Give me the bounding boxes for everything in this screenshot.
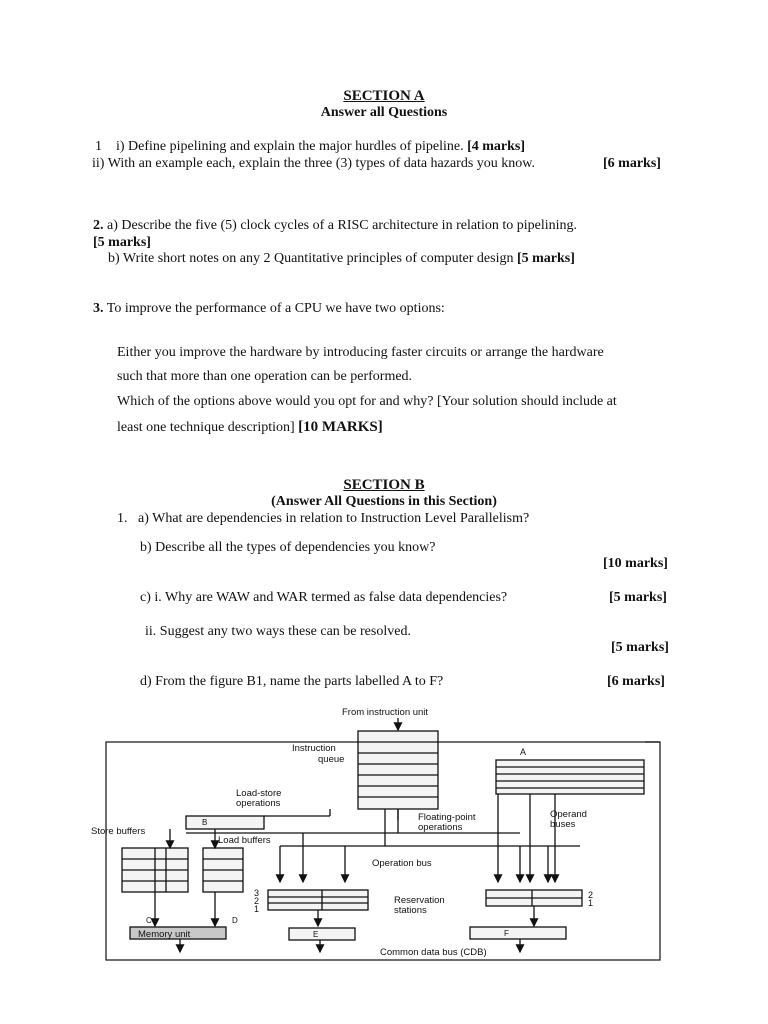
label-c: C (146, 916, 152, 925)
marks: [10 MARKS] (298, 419, 383, 435)
res-num-left-1: 1 (254, 904, 259, 914)
question-a3-line4: least one technique description] [10 MAR… (117, 419, 383, 436)
question-b1-part-a: 1. a) What are dependencies in relation … (117, 511, 529, 527)
question-a1-part-i: 1 i) Define pipelining and explain the m… (95, 139, 525, 155)
marks: [5 marks] (516, 251, 575, 266)
operand-buses-label-2: buses (550, 819, 576, 830)
question-text: To improve the performance of a CPU we h… (106, 301, 445, 316)
res-num-right-1: 1 (588, 898, 593, 908)
res-num-left-3: 3 (254, 888, 259, 898)
question-b1-part-d-text: d) From the figure B1, name the parts la… (140, 674, 444, 689)
common-data-bus-label: Common data bus (CDB) (380, 947, 487, 958)
instruction-queue-label-2: queue (318, 754, 344, 765)
question-a2-part-a: 2. a) Describe the five (5) clock cycles… (93, 218, 577, 234)
question-text: b) Write short notes on any 2 Quantitati… (108, 251, 514, 266)
question-b1-part-b-marks: [10 marks] (603, 556, 668, 571)
floating-point-label-2: operations (418, 822, 463, 833)
question-b1-part-cii-text: ii. Suggest any two ways these can be re… (145, 624, 411, 639)
memory-unit-box (129, 926, 227, 940)
question-number: 3. (93, 301, 104, 316)
address-unit-box-b (185, 815, 265, 830)
fp-adders-box-e (288, 927, 356, 941)
load-store-label: Load-store (236, 788, 281, 799)
floating-point-label: Floating-point (418, 812, 476, 823)
question-text: i) Define pipelining and explain the maj… (116, 139, 464, 154)
question-b1-part-d-marks: [6 marks] (607, 674, 665, 689)
res-num-left-2: 2 (254, 896, 259, 906)
load-store-label-2: operations (236, 798, 281, 809)
question-text: least one technique description] (117, 420, 295, 435)
operand-buses-label: Operand (550, 809, 587, 820)
question-b1-part-cii-marks: [5 marks] (611, 640, 669, 655)
question-a1-part-ii-marks: [6 marks] (603, 156, 661, 171)
question-a3-line3: Which of the options above would you opt… (117, 394, 617, 409)
from-instruction-unit-label: From instruction unit (342, 707, 428, 718)
marks: [4 marks] (467, 139, 526, 154)
figure-b1-tomasulo-diagram: From instruction unit Instruction queue … (91, 707, 661, 961)
store-buffers-label: Store buffers (91, 826, 145, 837)
operation-bus-label: Operation bus (372, 858, 432, 869)
question-text: a) Describe the five (5) clock cycles of… (107, 218, 577, 233)
label-f: F (504, 929, 509, 938)
res-num-right-2: 2 (588, 890, 593, 900)
question-number: 2. (93, 218, 104, 233)
memory-unit-label: Memory unit (138, 929, 191, 940)
reservation-stations-left-box (267, 889, 369, 911)
label-e: E (313, 930, 318, 939)
question-a3-intro: 3. To improve the performance of a CPU w… (93, 301, 445, 317)
section-a-title: SECTION A (343, 88, 425, 104)
label-b: B (202, 818, 207, 827)
question-a3-line1: Either you improve the hardware by intro… (117, 345, 604, 360)
question-b1-part-ci-marks: [5 marks] (609, 590, 667, 605)
load-buffers-label: Load buffers (218, 835, 271, 846)
question-a2-part-a-marks: [5 marks] (93, 235, 151, 250)
section-b-title: SECTION B (343, 477, 425, 493)
question-a2-part-b: b) Write short notes on any 2 Quantitati… (108, 251, 575, 267)
question-a1-part-ii-text: ii) With an example each, explain the th… (92, 156, 535, 171)
reservation-stations-label: Reservation (394, 895, 445, 906)
question-number: 1. (117, 511, 128, 526)
question-number: 1 (95, 139, 102, 154)
label-d: D (232, 916, 238, 925)
question-b1-part-ci-text: c) i. Why are WAW and WAR termed as fals… (140, 590, 508, 605)
instruction-queue-label: Instruction (292, 743, 336, 754)
question-text: a) What are dependencies in relation to … (138, 511, 530, 526)
register-file-box-a (495, 759, 645, 795)
question-b1-part-b-text: b) Describe all the types of dependencie… (140, 540, 436, 555)
reservation-stations-label-2: stations (394, 905, 427, 916)
fp-multipliers-box-f (469, 926, 567, 940)
label-a: A (520, 747, 526, 757)
section-b-subtitle: (Answer All Questions in this Section) (271, 494, 497, 509)
section-a-subtitle: Answer all Questions (320, 105, 448, 120)
question-a3-line2: such that more than one operation can be… (117, 369, 413, 384)
